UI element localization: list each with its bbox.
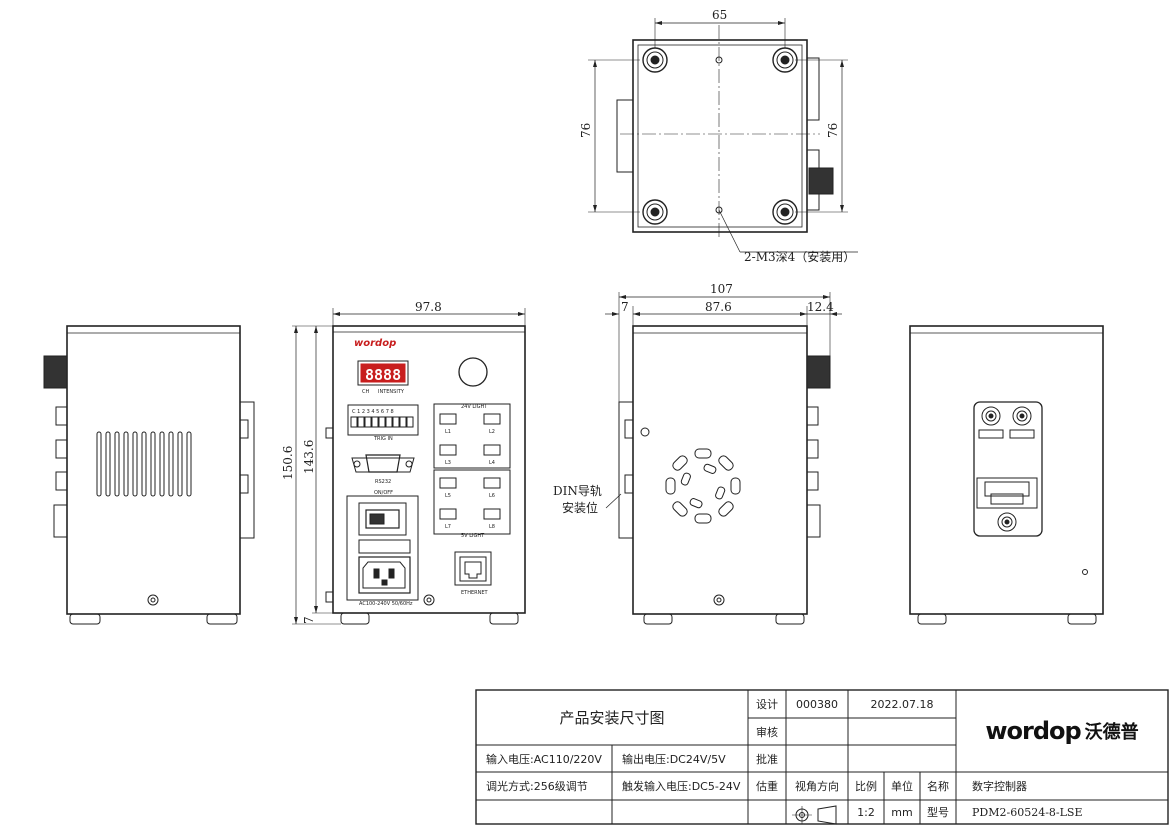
dim-side-body: 87.6	[705, 300, 732, 314]
top-view	[588, 18, 858, 253]
back-view	[909, 325, 1104, 625]
front-brand: wordop	[354, 338, 396, 349]
dim-top-height-left: 76	[579, 123, 593, 138]
light-5v-label: 5V LIGHT	[461, 533, 485, 539]
unit-label: 单位	[891, 780, 913, 793]
dim-front-height-body: 143.6	[302, 440, 316, 474]
channel-label: L2	[489, 429, 495, 435]
design-label: 设计	[756, 698, 778, 711]
output-voltage: 输出电压:DC24V/5V	[622, 752, 726, 766]
trig-terminals	[350, 416, 414, 428]
channel-label: L3	[445, 460, 451, 466]
fan-grille	[640, 427, 741, 524]
dim-side-right: 12.4	[807, 300, 834, 314]
logo-text: wordop	[985, 717, 1081, 745]
projection-symbol	[792, 805, 837, 825]
name-label: 名称	[927, 780, 949, 793]
ac-label: AC100-240V 50/60Hz	[359, 601, 413, 607]
review-label: 审核	[756, 725, 778, 739]
input-voltage: 输入电压:AC110/220V	[486, 752, 602, 766]
channel-label: L4	[489, 460, 495, 466]
din-label-1: DIN导轨	[553, 484, 602, 498]
trigger-voltage: 触发输入电压:DC5-24V	[622, 780, 741, 793]
unit-value: mm	[891, 805, 913, 819]
drawing-title: 产品安装尺寸图	[559, 709, 665, 727]
front-view	[292, 308, 526, 625]
vent-slots-left	[96, 431, 192, 497]
dimming-mode: 调光方式:256级调节	[486, 780, 588, 793]
foot-bottom-right	[772, 199, 798, 225]
light-24v-label: 24V LIGHT	[461, 404, 488, 410]
dim-top-height-right: 76	[826, 123, 840, 138]
trig-in-label: TRIG IN	[373, 436, 393, 442]
intensity-label: INTENSITY	[378, 389, 405, 395]
dim-side-left: 7	[621, 300, 629, 314]
dim-top-width: 65	[712, 8, 727, 22]
dim-front-height-total: 150.6	[281, 446, 295, 480]
onoff-label: ON/OFF	[374, 490, 393, 496]
trig-pins-label: C 1 2 3 4 5 6 7 8	[352, 409, 394, 415]
ethernet-label: ETHERNET	[461, 590, 489, 596]
channel-label: L5	[445, 493, 451, 499]
scale-value: 1:2	[857, 805, 875, 819]
ch-label: CH	[362, 389, 369, 395]
foot-bottom-left	[642, 199, 668, 225]
design-date: 2022.07.18	[870, 697, 934, 711]
approve-label: 批准	[756, 752, 778, 766]
foot-top-left	[642, 47, 668, 73]
channel-label: L1	[445, 429, 451, 435]
din-label-2: 安装位	[562, 500, 598, 515]
left-side-view	[43, 325, 255, 625]
title-block-grid	[475, 689, 1169, 825]
light-connectors	[439, 413, 501, 520]
model-label: 型号	[927, 806, 949, 819]
rs232-label: RS232	[375, 479, 391, 485]
dim-side-total: 107	[710, 282, 733, 296]
design-value: 000380	[796, 697, 838, 711]
mount-note: 2-M3深4（安装用）	[744, 249, 855, 264]
channel-label: L7	[445, 524, 451, 530]
estimate-label: 估重	[756, 780, 778, 793]
model-value: PDM2-60524-8-LSE	[972, 805, 1083, 819]
dim-front-width: 97.8	[415, 300, 442, 314]
led-display: 8888	[365, 366, 401, 384]
name-value: 数字控制器	[972, 780, 1027, 793]
scale-label: 比例	[855, 780, 877, 793]
dim-front-foot: 7	[302, 616, 316, 624]
foot-top-right	[772, 47, 798, 73]
view-label: 视角方向	[795, 780, 839, 793]
right-side-view	[605, 292, 842, 625]
company-logo: wordop 沃德普	[956, 700, 1168, 762]
logo-cn: 沃德普	[1084, 722, 1139, 743]
channel-label: L6	[489, 493, 495, 499]
channel-label: L8	[489, 524, 495, 530]
